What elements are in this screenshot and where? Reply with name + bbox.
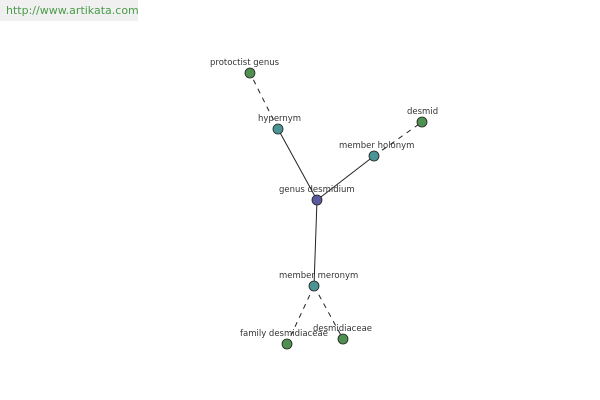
node-circle-member-meronym[interactable] xyxy=(308,280,320,292)
node-protoctist-genus[interactable]: protoctist genus xyxy=(210,58,280,79)
node-family-desmidiaceae[interactable]: family desmidiaceae xyxy=(240,329,328,350)
node-desmidiaceae[interactable]: desmidiaceae xyxy=(313,324,372,345)
node-desmid[interactable]: desmid xyxy=(407,107,438,128)
edge-genus-desmidium-to-member-holonym xyxy=(316,155,375,201)
nodes-layer: genus desmidium hypernym protoctist genus m… xyxy=(210,58,438,350)
node-label-desmidiaceae[interactable]: desmidiaceae xyxy=(313,324,372,334)
node-circle-desmid[interactable] xyxy=(416,116,428,128)
node-label-hypernym[interactable]: hypernym xyxy=(258,114,301,124)
edge-genus-desmidium-to-hypernym xyxy=(277,128,318,201)
source-bar: http://www.artikata.com xyxy=(0,0,139,21)
node-member-meronym[interactable]: member meronym xyxy=(279,271,358,292)
node-member-holonym[interactable]: member holonym xyxy=(339,141,414,162)
node-circle-genus-desmidium[interactable] xyxy=(311,194,323,206)
node-label-family-desmidiaceae[interactable]: family desmidiaceae xyxy=(240,329,328,339)
source-link[interactable]: http://www.artikata.com xyxy=(6,4,139,17)
node-circle-member-holonym[interactable] xyxy=(368,150,380,162)
node-circle-family-desmidiaceae[interactable] xyxy=(281,338,293,350)
node-genus-desmidium[interactable]: genus desmidium xyxy=(279,185,355,206)
edge-member-meronym-to-family-desmidiaceae xyxy=(286,285,315,345)
edges-layer xyxy=(249,72,423,345)
edge-member-meronym-to-desmidiaceae xyxy=(313,285,344,340)
node-label-protoctist-genus[interactable]: protoctist genus xyxy=(210,58,280,68)
node-label-genus-desmidium[interactable]: genus desmidium xyxy=(279,185,355,195)
node-circle-protoctist-genus[interactable] xyxy=(244,67,256,79)
node-circle-desmidiaceae[interactable] xyxy=(337,333,349,345)
edge-genus-desmidium-to-member-meronym xyxy=(313,199,318,287)
node-label-member-holonym[interactable]: member holonym xyxy=(339,141,414,151)
edge-hypernym-to-protoctist-genus xyxy=(249,72,279,130)
node-hypernym[interactable]: hypernym xyxy=(258,114,301,135)
node-label-desmid[interactable]: desmid xyxy=(407,107,438,117)
node-circle-hypernym[interactable] xyxy=(272,123,284,135)
node-label-member-meronym[interactable]: member meronym xyxy=(279,271,358,281)
